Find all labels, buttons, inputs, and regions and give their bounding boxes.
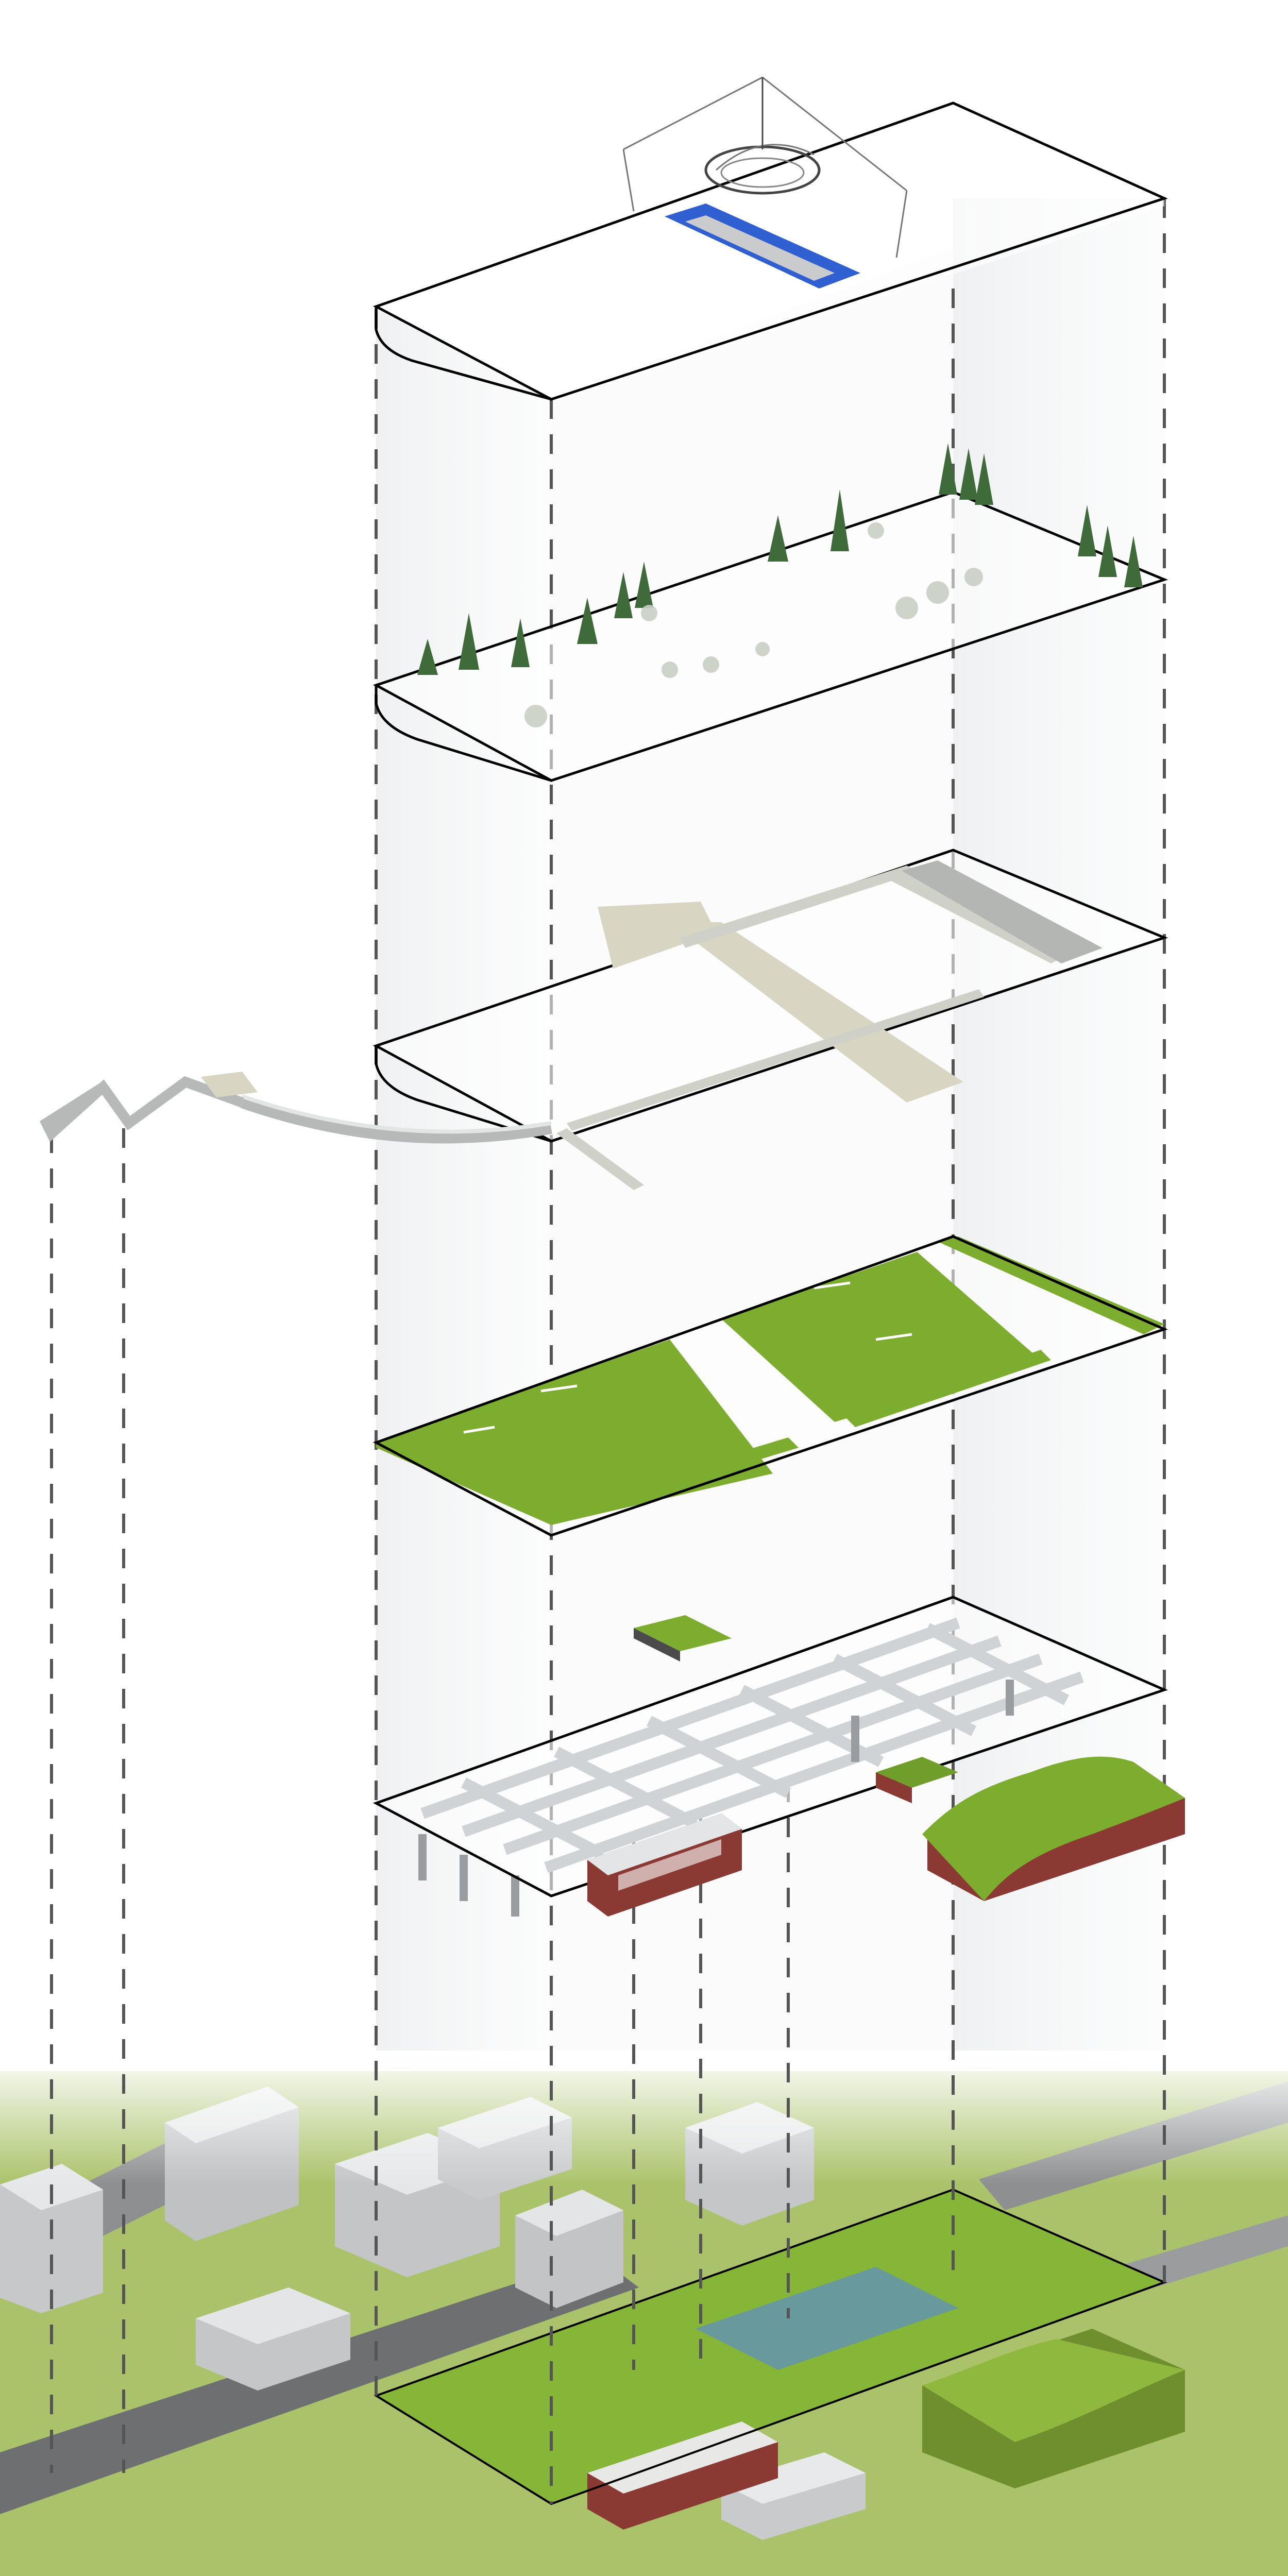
diagonal-path <box>670 922 963 1103</box>
grass-strip <box>938 1236 1164 1334</box>
structure-layer <box>372 1596 1185 1917</box>
rail-corridor <box>0 2257 639 2514</box>
context-site <box>0 2050 1288 2576</box>
trees-layer <box>372 443 1168 782</box>
grass-terraces <box>567 1350 1051 1515</box>
plaza <box>598 902 716 969</box>
floating-pavilion <box>634 1615 732 1662</box>
green-roof-hall-site <box>922 2329 1185 2488</box>
ramp <box>556 1128 644 1190</box>
grass-layer <box>372 1235 1168 1537</box>
rail-strip <box>902 860 1103 963</box>
green-roof-hall <box>876 1756 1185 1901</box>
tower-volume <box>376 198 1164 2282</box>
structural-grid <box>420 1617 1084 1873</box>
site-water-court <box>696 2267 958 2370</box>
columns <box>418 1680 1014 1917</box>
field-markings <box>463 1281 912 1434</box>
pathways-layer <box>40 849 1168 1190</box>
fade-overlay <box>0 2050 1288 2184</box>
heritage-building <box>587 1814 742 1917</box>
deciduous-trees <box>524 522 983 727</box>
walkway-zigzag <box>40 1076 244 1142</box>
elevated-walkway <box>240 1097 552 1144</box>
pool-deck <box>685 215 835 281</box>
art-installation-layer <box>372 76 1168 401</box>
context-building <box>515 2190 623 2308</box>
bridge-path <box>567 989 984 1131</box>
sculpture <box>622 76 908 258</box>
conifer-trees <box>417 443 1143 675</box>
context-building <box>196 2287 350 2391</box>
